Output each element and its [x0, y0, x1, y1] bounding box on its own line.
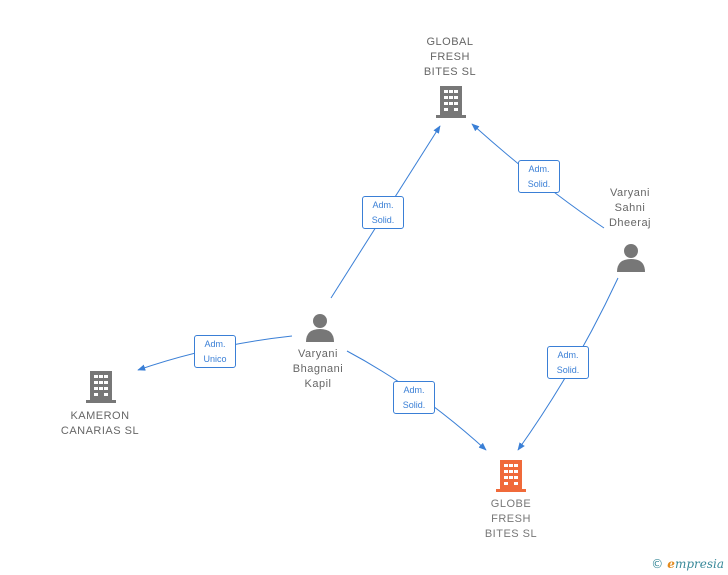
- edge-label-sahni-to-global: Adm. Solid.: [518, 160, 560, 193]
- edge-label-bhagnani-to-kameron: Adm. Unico: [194, 335, 236, 368]
- building-icon-globe-fresh: [496, 460, 526, 492]
- edge-label-bhagnani-to-globe: Adm. Solid.: [393, 381, 435, 414]
- company-label-kameron: KAMERON CANARIAS SL: [60, 410, 140, 437]
- person-label-varyani-sahni: Varyani Sahni Dheeraj: [608, 187, 652, 229]
- person-icon-varyani-sahni: [617, 244, 645, 272]
- copyright-symbol: ©: [651, 557, 664, 571]
- brand-initial: e: [667, 557, 675, 571]
- company-label-global-fresh: GLOBAL FRESH BITES SL: [423, 36, 477, 78]
- building-icon-global-fresh: [436, 86, 466, 118]
- person-icon-varyani-bhagnani: [306, 314, 334, 342]
- person-label-varyani-bhagnani: Varyani Bhagnani Kapil: [292, 348, 344, 390]
- brand-name: mpresia: [674, 557, 724, 571]
- building-icon-kameron: [86, 371, 116, 403]
- company-label-globe-fresh: GLOBE FRESH BITES SL: [484, 498, 538, 540]
- empresia-logo[interactable]: ©empresia: [651, 557, 724, 571]
- edge-label-bhagnani-to-global: Adm. Solid.: [362, 196, 404, 229]
- edge-label-sahni-to-globe: Adm. Solid.: [547, 346, 589, 379]
